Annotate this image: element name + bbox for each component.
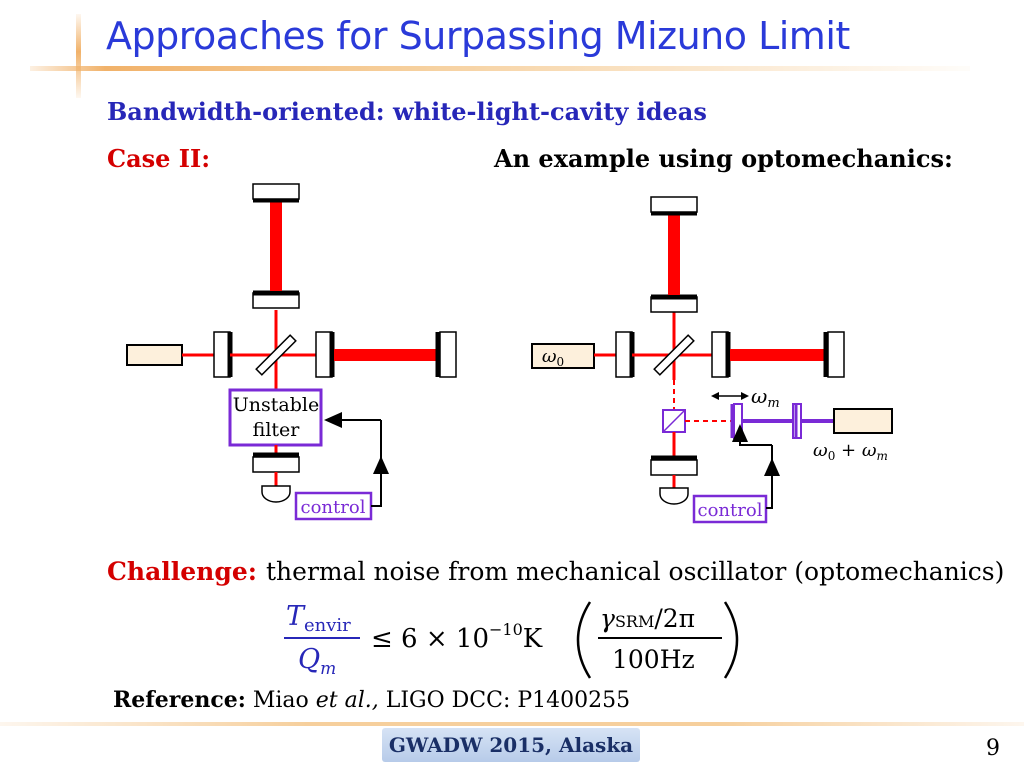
formula-right-paren xyxy=(723,601,739,679)
unstable-filter-label-line2: filter xyxy=(253,419,301,441)
right-interferometer-diagram: ω0 xyxy=(531,196,893,524)
right-laser-box xyxy=(531,343,595,369)
left-beam-splitter xyxy=(255,334,297,376)
left-east-end-mirror xyxy=(439,331,457,378)
right-control-label: control xyxy=(698,500,763,521)
slide-title: Approaches for Surpassing Mizuno Limit xyxy=(106,14,850,58)
reference-etal: et al., xyxy=(315,688,379,713)
page-number: 9 xyxy=(986,736,1000,761)
right-feedback-arrow-up xyxy=(764,458,780,509)
right-signal-recycling-mirror xyxy=(650,459,698,476)
right-photodetector xyxy=(659,487,689,505)
challenge-text: thermal noise from mechanical oscillator… xyxy=(266,557,1005,586)
unstable-filter-box xyxy=(228,388,323,447)
left-laser-box xyxy=(126,344,183,366)
formula-gamma: γSRM/2π xyxy=(600,604,695,633)
right-laser-label: ω0 xyxy=(542,346,564,369)
example-label: An example using optomechanics: xyxy=(494,144,953,173)
reference-source: LIGO DCC: P1400255 xyxy=(378,688,631,713)
reference-line: Reference: Miao et al., LIGO DCC: P14002… xyxy=(113,687,630,713)
conference-footer: GWADW 2015, Alaska xyxy=(382,728,640,762)
left-control-label: control xyxy=(301,497,366,518)
right-east-end-mirror xyxy=(827,331,845,378)
left-interferometer-diagram: Unstable filter control xyxy=(126,183,457,521)
challenge-label: Challenge: xyxy=(107,557,257,586)
slide-subtitle: Bandwidth-oriented: white-light-cavity i… xyxy=(107,97,707,126)
pump-frequency-label: ω0 + ωm xyxy=(813,440,888,463)
formula-denominator: Qm xyxy=(298,644,336,679)
title-vertical-decoration xyxy=(76,14,81,98)
formula-left-paren xyxy=(576,601,592,679)
right-north-end-mirror xyxy=(650,196,698,213)
title-underline-decoration xyxy=(30,66,970,71)
left-signal-recycling-mirror xyxy=(252,456,300,473)
right-control-box xyxy=(692,494,768,524)
unstable-filter-label-line1: Unstable xyxy=(233,394,319,416)
footer-divider xyxy=(0,722,1024,726)
omega-m-label: ωm xyxy=(751,384,780,411)
right-feedback-arrow-to-oscillator xyxy=(732,424,772,446)
case-label: Case II: xyxy=(107,144,211,173)
reference-label: Reference: xyxy=(113,687,246,713)
left-feedback-arrow-up xyxy=(371,456,389,507)
right-beam-splitter xyxy=(653,334,695,376)
left-photodetector xyxy=(261,485,291,503)
formula-inequality: ≤ 6 × 10−10K xyxy=(371,620,543,654)
right-pump-laser-box xyxy=(833,408,893,434)
left-north-end-mirror xyxy=(252,183,300,200)
thermal-noise-formula: Tenvir Qm ≤ 6 × 10−10K γSRM/2π 100Hz xyxy=(284,601,739,679)
formula-100hz: 100Hz xyxy=(612,645,695,674)
reference-author: Miao xyxy=(245,688,316,713)
formula-numerator: Tenvir xyxy=(286,601,351,636)
